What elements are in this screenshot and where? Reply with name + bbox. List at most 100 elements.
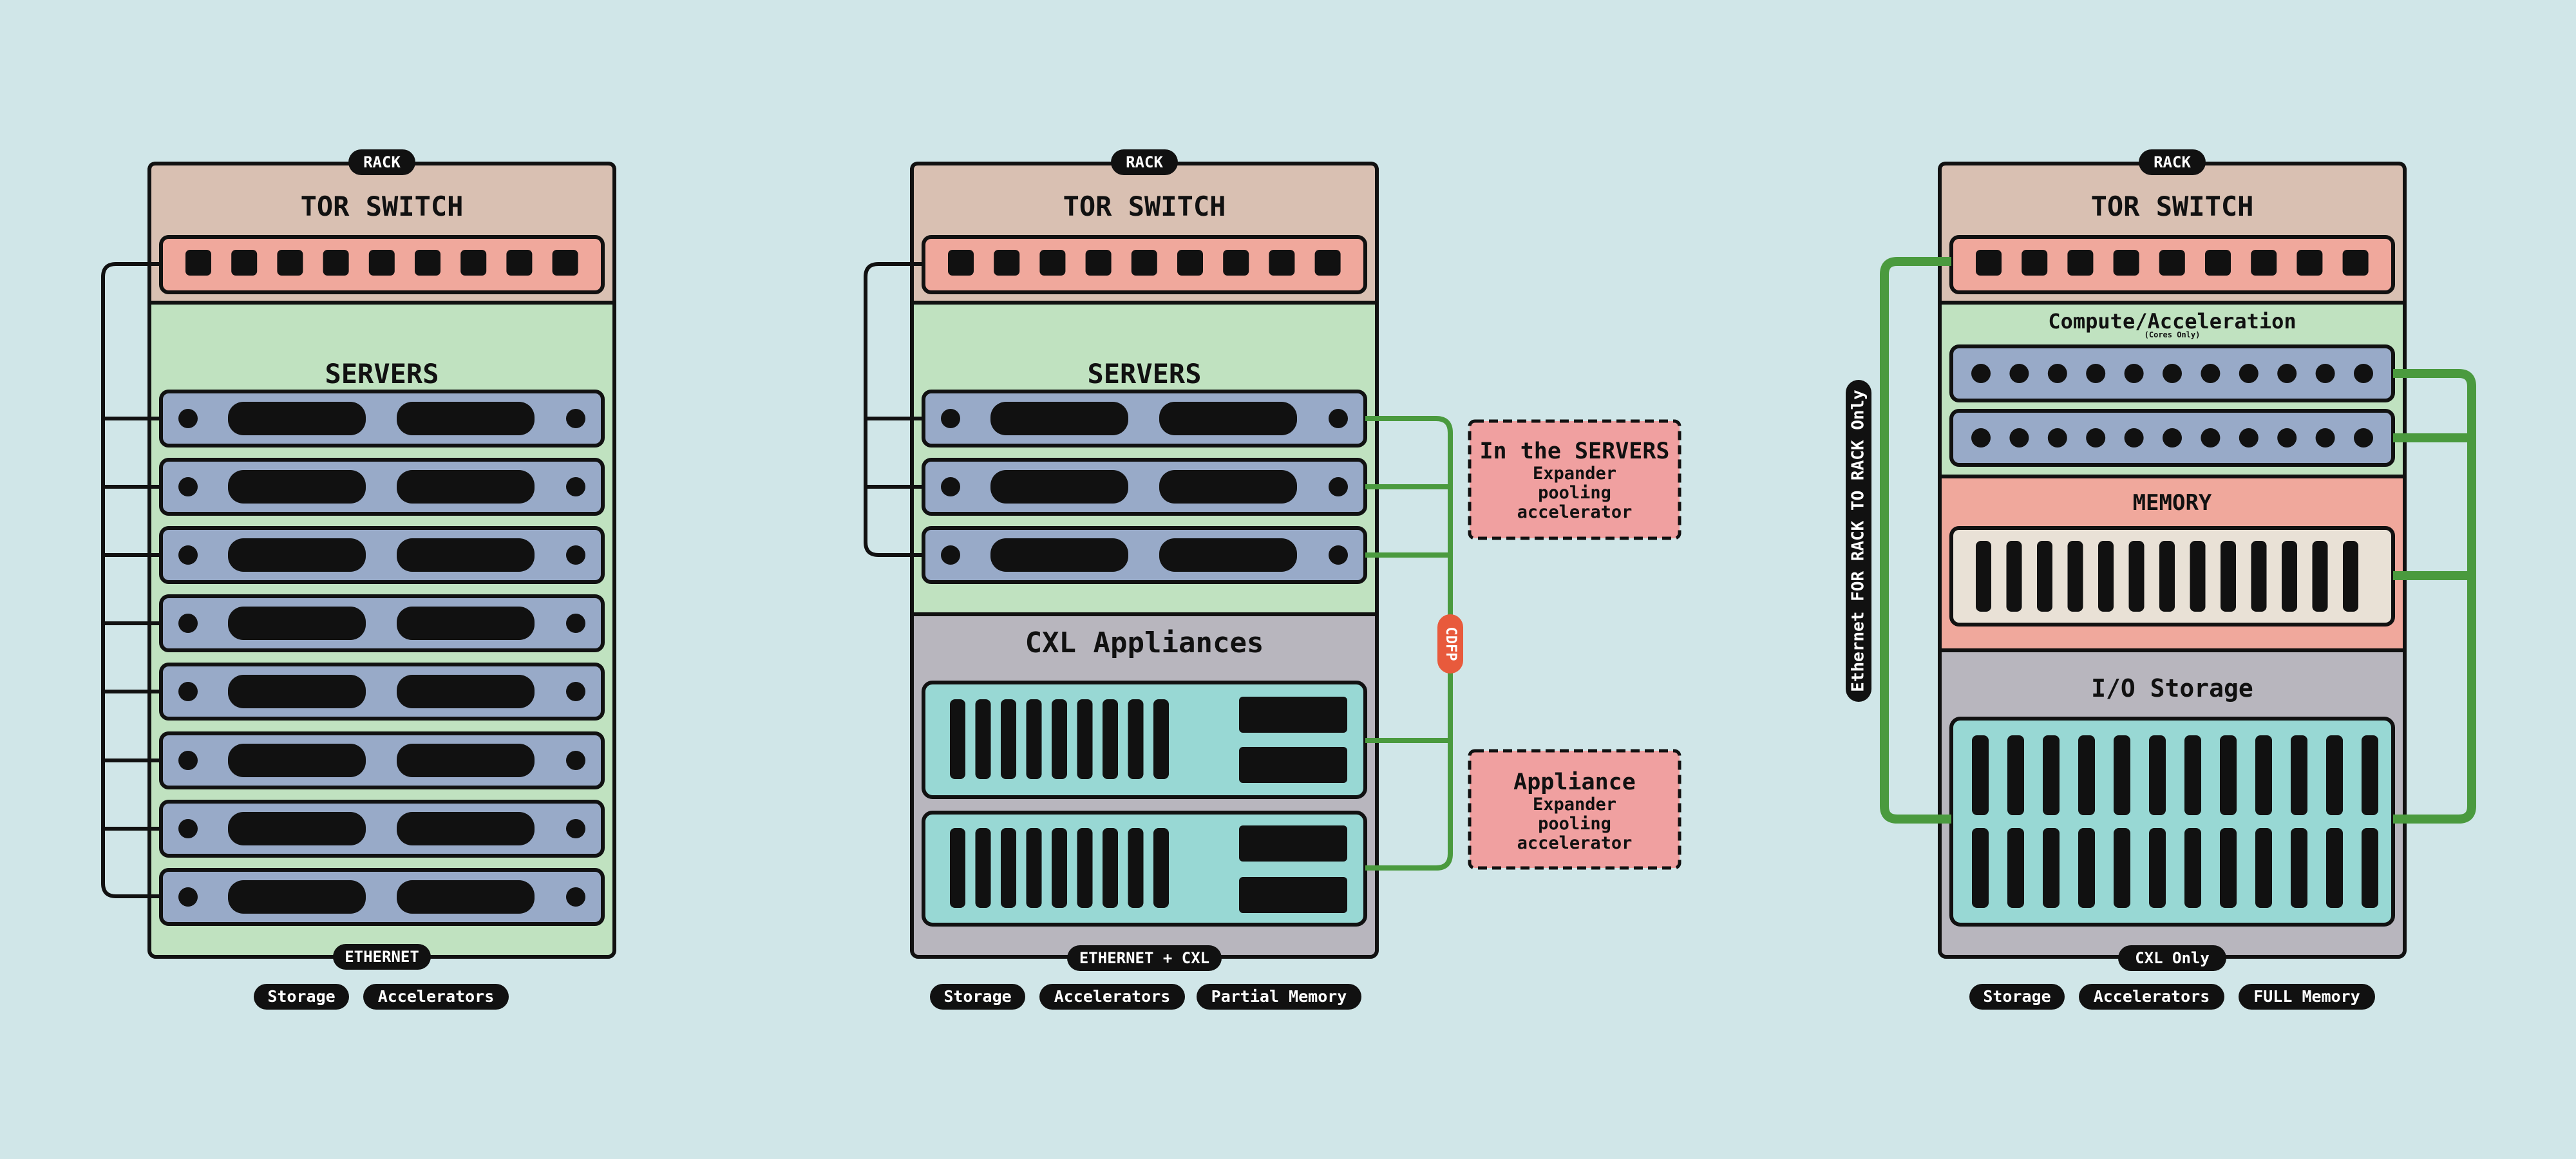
server-unit bbox=[159, 594, 605, 652]
rack-label: RACK bbox=[2154, 153, 2191, 171]
switch-port bbox=[552, 250, 578, 276]
tor-switch-ports bbox=[948, 250, 1341, 276]
server-led bbox=[178, 614, 198, 633]
core-dot bbox=[2124, 428, 2144, 448]
tag-partial-memory: Partial Memory bbox=[1211, 987, 1347, 1006]
switch-port bbox=[2113, 250, 2139, 276]
tag-storage: Storage bbox=[1983, 987, 2050, 1006]
server-led bbox=[566, 477, 585, 496]
ethernet-rack-to-rack-link bbox=[1880, 257, 1951, 824]
server-led bbox=[178, 477, 198, 496]
server-drive-bay bbox=[397, 470, 535, 504]
server-drive-bay bbox=[397, 744, 535, 777]
slot-bar bbox=[2255, 828, 2272, 908]
server-led bbox=[941, 409, 960, 428]
switch-port bbox=[277, 250, 303, 276]
slot-bar bbox=[1026, 699, 1042, 779]
server-led bbox=[941, 545, 960, 565]
cxl-bus bbox=[2393, 369, 2476, 824]
slot-bar bbox=[1103, 699, 1118, 779]
callout-line: accelerator bbox=[1517, 833, 1633, 853]
server-drive-bay bbox=[397, 402, 535, 435]
tag-pill bbox=[363, 984, 509, 1010]
slot-bar bbox=[2362, 828, 2378, 908]
slot-bar bbox=[2078, 735, 2095, 815]
tor-switch-title: TOR SWITCH bbox=[2091, 191, 2254, 222]
server-stack bbox=[922, 390, 1367, 584]
switch-port bbox=[1976, 250, 2002, 276]
core-dot bbox=[2239, 364, 2259, 383]
compute-unit bbox=[1949, 344, 2395, 402]
slot-bar bbox=[2255, 735, 2272, 815]
ethernet-drops bbox=[866, 417, 923, 489]
server-stack bbox=[159, 390, 605, 926]
slot-bar bbox=[2037, 541, 2052, 612]
slot-bar bbox=[2251, 541, 2267, 612]
server-led bbox=[1329, 477, 1348, 496]
tag-pill bbox=[1197, 984, 1361, 1010]
server-drive-bay bbox=[397, 675, 535, 708]
cdfp-label: CDFP bbox=[1443, 627, 1459, 661]
rack-label: RACK bbox=[363, 153, 401, 171]
slot-bar bbox=[2007, 735, 2024, 815]
core-dot bbox=[2277, 364, 2297, 383]
switch-port bbox=[368, 250, 395, 276]
core-dot bbox=[2354, 428, 2373, 448]
slot-bar bbox=[2312, 541, 2328, 612]
slot-bar bbox=[1026, 828, 1042, 908]
core-dot bbox=[2354, 364, 2373, 383]
core-dot bbox=[2277, 428, 2297, 448]
bottom-label: CXL Only bbox=[2135, 949, 2210, 967]
ethernet-drops bbox=[103, 417, 161, 831]
core-dot bbox=[2047, 428, 2067, 448]
rack-label: RACK bbox=[1126, 153, 1163, 171]
cdfp-badge bbox=[1437, 614, 1463, 674]
server-led bbox=[566, 819, 585, 838]
compute-subtitle: (Cores Only) bbox=[2145, 330, 2201, 339]
server-led bbox=[178, 819, 198, 838]
core-dot bbox=[2315, 364, 2335, 383]
slot-bar bbox=[950, 828, 965, 908]
tag-pill bbox=[1969, 984, 2065, 1010]
switch-port bbox=[323, 250, 349, 276]
side-label: Ethernet FOR RACK TO RACK Only bbox=[1849, 390, 1868, 692]
slot-bar bbox=[1077, 699, 1093, 779]
tag-accelerators: Accelerators bbox=[1054, 987, 1171, 1006]
server-drive-bay bbox=[228, 675, 366, 708]
bottom-label-pill bbox=[1067, 945, 1222, 971]
server-led bbox=[566, 409, 585, 428]
slot-bar bbox=[1077, 828, 1093, 908]
server-led bbox=[566, 545, 585, 565]
slot-bar bbox=[1103, 828, 1118, 908]
switch-port bbox=[415, 250, 440, 276]
slot-bar bbox=[2220, 828, 2237, 908]
core-dot bbox=[2124, 364, 2144, 383]
tag-full-memory: FULL Memory bbox=[2253, 987, 2360, 1006]
tag-pill bbox=[930, 984, 1025, 1010]
slot-bar bbox=[2291, 735, 2307, 815]
slot-bar bbox=[2220, 735, 2237, 815]
server-drive-bay bbox=[228, 812, 366, 845]
switch-port bbox=[1039, 250, 1066, 276]
slot-bar bbox=[2007, 828, 2024, 908]
server-led bbox=[566, 682, 585, 701]
server-unit bbox=[159, 868, 605, 926]
server-led bbox=[566, 751, 585, 770]
switch-port bbox=[1269, 250, 1295, 276]
rack-cxl-only: TOR SWITCH Compute/Acceleration (Cores O… bbox=[1846, 149, 2476, 1010]
server-led bbox=[1329, 409, 1348, 428]
bottom-label-pill bbox=[333, 944, 431, 970]
callout-line: accelerator bbox=[1517, 502, 1633, 522]
bottom-label: ETHERNET + CXL bbox=[1079, 949, 1209, 967]
slot-bar bbox=[2114, 735, 2130, 815]
switch-port bbox=[185, 250, 211, 276]
server-drive-bay bbox=[397, 880, 535, 914]
server-drive-bay bbox=[228, 538, 366, 572]
server-drive-bay bbox=[228, 880, 366, 914]
compute-unit bbox=[1949, 409, 2395, 467]
switch-port bbox=[2251, 250, 2277, 276]
callout-line: Expander bbox=[1533, 795, 1616, 815]
tor-switch-ports bbox=[185, 250, 578, 276]
ethernet-cable bbox=[864, 262, 923, 557]
